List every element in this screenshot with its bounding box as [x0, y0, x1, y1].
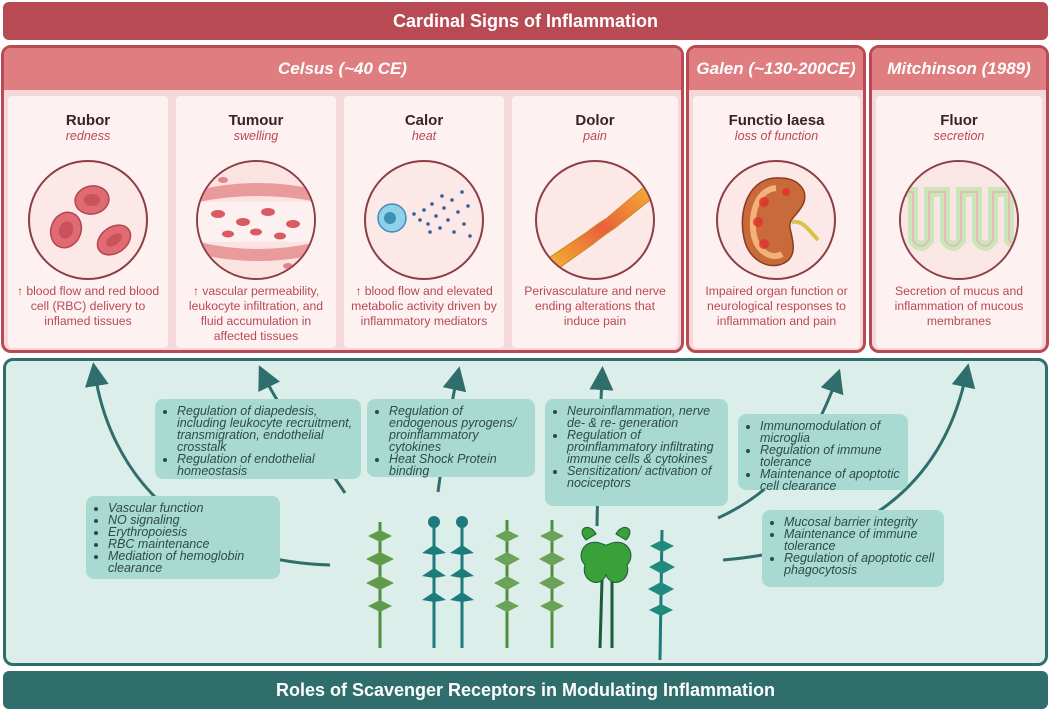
sign-subtitle: loss of function — [734, 129, 819, 143]
sign-subtitle: pain — [583, 129, 607, 143]
nerve-illustration — [535, 160, 655, 280]
sign-description: Secretion of mucus and inflammation of m… — [894, 284, 1024, 328]
sign-name: Rubor — [65, 112, 111, 129]
role-box-vascular: Vascular function NO signaling Erythropo… — [86, 496, 280, 579]
role-item: RBC maintenance — [108, 538, 272, 551]
role-item: Regulation of endogenous pyrogens/ proin… — [389, 405, 527, 454]
sign-subtitle: swelling — [233, 129, 279, 143]
era-galen-label: Galen (~130-200CE) — [696, 59, 856, 78]
sign-name: Tumour — [228, 112, 284, 129]
era-galen-header: Galen (~130-200CE) — [689, 48, 863, 90]
role-item: Maintenance of immune tolerance — [784, 528, 936, 553]
role-box-diapedesis: Regulation of diapedesis, including leuk… — [155, 399, 361, 479]
blood-vessel-illustration — [196, 160, 316, 280]
sign-card-calor: Calor heat ↑ blood flow and elevated met… — [344, 96, 504, 348]
sign-name: Calor — [404, 112, 444, 129]
role-item: NO signaling — [108, 514, 272, 527]
sign-card-tumour: Tumour swelling ↑ vascular permeability,… — [176, 96, 336, 348]
role-item: Mucosal barrier integrity — [784, 516, 936, 529]
role-box-microglia: Immunomodulation of microglia Regulation… — [738, 414, 908, 493]
role-item: Regulation of immune tolerance — [760, 444, 900, 469]
top-title: Cardinal Signs of Inflammation — [392, 10, 659, 31]
mucous-membrane-illustration — [899, 160, 1019, 280]
sign-description: ↑ vascular permeability, leukocyte infil… — [188, 284, 324, 343]
role-item: Maintenance of apoptotic cell clearance — [760, 468, 900, 493]
sign-card-functio-laesa: Functio laesa loss of function Impaired … — [693, 96, 860, 348]
sign-subtitle: heat — [411, 129, 437, 143]
role-box-pyrogens: Regulation of endogenous pyrogens/ proin… — [367, 399, 535, 477]
era-mitchinson-label: Mitchinson (1989) — [887, 59, 1031, 78]
era-celsus-label: Celsus (~40 CE) — [278, 59, 407, 78]
red-blood-cells-illustration — [28, 160, 148, 280]
role-box-mucosal: Mucosal barrier integrity Maintenance of… — [762, 510, 944, 587]
sign-name: Dolor — [575, 112, 615, 129]
sign-name: Functio laesa — [728, 112, 825, 129]
role-item: Vascular function — [108, 502, 272, 515]
role-item: Erythropoiesis — [108, 526, 272, 539]
sign-description: Perivasculature and nerve ending alterat… — [524, 284, 666, 328]
bottom-title-banner: Roles of Scavenger Receptors in Modulati… — [3, 671, 1048, 709]
role-item: Regulation of endothelial homeostasis — [177, 453, 353, 478]
sign-description: Impaired organ function or neurological … — [705, 284, 848, 328]
sign-subtitle: secretion — [933, 129, 985, 143]
sign-description: ↑ blood flow and elevated metabolic acti… — [351, 284, 497, 328]
role-item: Immunomodulation of microglia — [760, 420, 900, 445]
cell-release-illustration — [364, 160, 484, 280]
sign-card-rubor: Rubor redness ↑ blood flow and red blood… — [8, 96, 168, 348]
role-item: Regulation of proinflammatory infiltrati… — [567, 429, 720, 466]
role-item: Mediation of hemoglobin clearance — [108, 550, 272, 575]
sign-description: ↑ blood flow and red blood cell (RBC) de… — [16, 284, 160, 328]
sign-card-dolor: Dolor pain Perivasculature and nerve end… — [512, 96, 678, 348]
role-item: Regulation of diapedesis, including leuk… — [177, 405, 353, 454]
kidney-illustration — [716, 160, 836, 280]
sign-card-fluor: Fluor secretion Secretion of mucus and i… — [876, 96, 1042, 348]
scavenger-receptor-icons — [366, 516, 675, 661]
era-celsus-header: Celsus (~40 CE) — [4, 48, 681, 90]
role-item: Regulation of apoptotic cell phagocytosi… — [784, 552, 936, 577]
sign-subtitle: redness — [65, 129, 111, 143]
sign-name: Fluor — [940, 112, 978, 129]
role-box-neuro: Neuroinflammation, nerve de- & re- gener… — [545, 399, 728, 506]
era-mitchinson-header: Mitchinson (1989) — [872, 48, 1046, 90]
role-item: Heat Shock Protein binding — [389, 453, 527, 478]
bottom-title: Roles of Scavenger Receptors in Modulati… — [275, 679, 776, 700]
top-title-banner: Cardinal Signs of Inflammation — [3, 2, 1048, 40]
role-item: Neuroinflammation, nerve de- & re- gener… — [567, 405, 720, 430]
role-item: Sensitization/ activation of nociceptors — [567, 465, 720, 490]
